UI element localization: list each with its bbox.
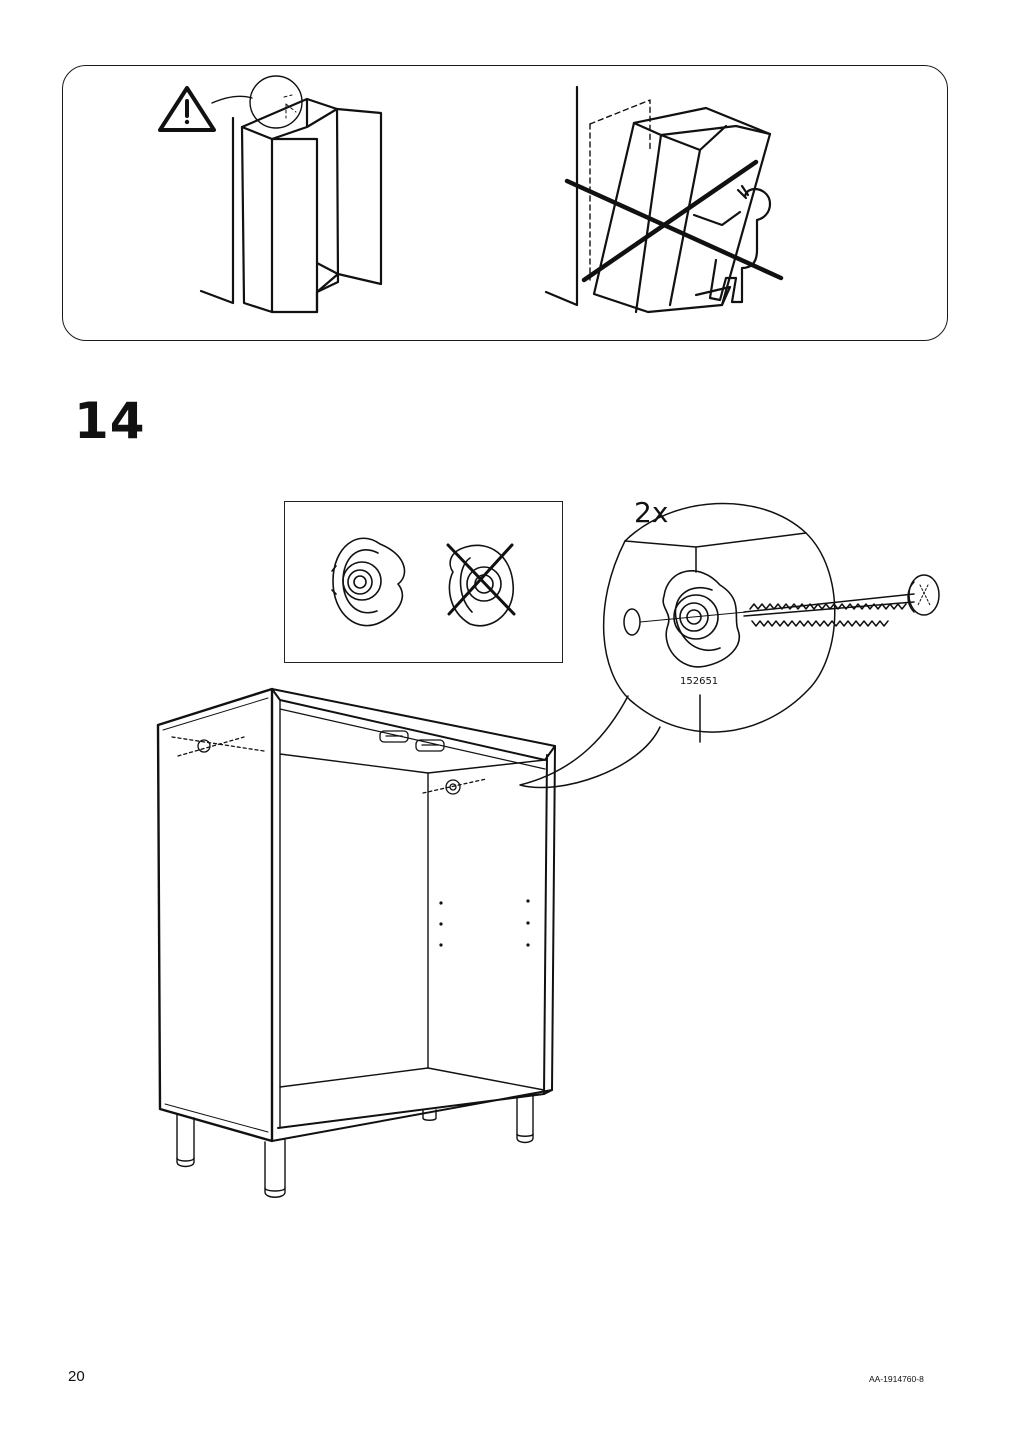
person-icon bbox=[692, 184, 772, 304]
cam-orientation-box bbox=[284, 501, 563, 663]
prohibition-cross bbox=[564, 159, 784, 283]
drill-hole bbox=[623, 608, 641, 636]
quantity-label: 2x bbox=[634, 496, 669, 529]
warning-panel bbox=[62, 65, 948, 341]
cabinet-legs bbox=[176, 1094, 534, 1198]
zoom-detail bbox=[283, 94, 297, 119]
zoom-callout bbox=[519, 502, 836, 789]
page-number: 20 bbox=[68, 1368, 85, 1385]
cabinet-fittings bbox=[171, 730, 487, 795]
warning-triangle-icon bbox=[158, 86, 216, 132]
step-number: 14 bbox=[74, 392, 146, 450]
shelf-pin-holes bbox=[439, 899, 530, 947]
part-number-label: 152651 bbox=[680, 676, 719, 687]
callout-leader bbox=[211, 95, 253, 104]
wall-cabinet-incorrect bbox=[544, 85, 772, 314]
wall-cabinet-correct bbox=[199, 97, 383, 314]
screw-axis bbox=[639, 611, 747, 623]
cam-lock-zoom bbox=[662, 570, 741, 668]
cabinet-frame bbox=[156, 687, 556, 1143]
screw-icon bbox=[743, 574, 940, 627]
cam-lock-icon bbox=[331, 537, 406, 627]
document-code: AA-1914760-8 bbox=[869, 1374, 924, 1384]
crossed-cam-lock-icon bbox=[446, 543, 516, 627]
